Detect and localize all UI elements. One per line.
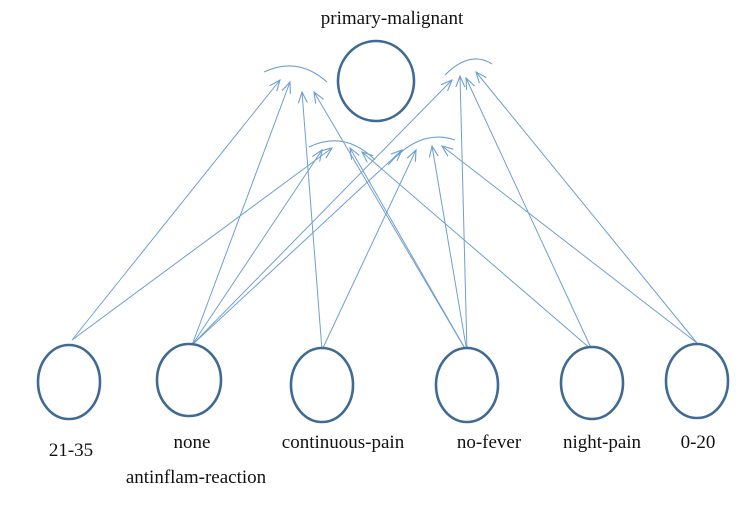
node-primary-malignant xyxy=(336,39,416,123)
edge-none-to-arc1 xyxy=(191,82,290,346)
edge-group xyxy=(71,72,698,353)
node-label-no-fever: no-fever xyxy=(457,432,522,453)
edge-night-pain-to-arc3 xyxy=(362,152,593,351)
node-continuous-pain xyxy=(289,346,355,424)
edge-0-20-to-arc2 xyxy=(476,72,698,344)
combination-arc-2 xyxy=(444,58,493,76)
edge-no-fever-to-arc3 xyxy=(350,148,468,353)
node-label-none: none xyxy=(174,432,211,453)
edge-0-20-to-arc4 xyxy=(442,146,698,344)
edge-continuous-pain-to-arc4 xyxy=(321,150,416,351)
node-label-21-35: 21-35 xyxy=(49,440,93,461)
edge-no-fever-to-arc1 xyxy=(314,92,468,353)
node-label-continuous-pain: continuous-pain xyxy=(282,432,405,453)
node-label-0-20: 0-20 xyxy=(681,432,716,453)
node-0-20 xyxy=(664,342,730,420)
node-antinflam-reaction xyxy=(155,342,223,418)
node-label-primary-malignant: primary-malignant xyxy=(321,8,464,29)
combination-arc-4 xyxy=(387,136,456,166)
node-label-night-pain: night-pain xyxy=(563,432,642,453)
edge-continuous-pain-to-arc1 xyxy=(302,92,323,351)
node-label-antinflam-reaction: antinflam-reaction xyxy=(126,467,267,488)
node-21-35 xyxy=(36,343,102,421)
edge-none-to-arc2 xyxy=(191,80,452,346)
edge-night-pain-to-arc2 xyxy=(466,78,593,351)
edge-none-to-arc3 xyxy=(191,150,322,346)
edge-21-35-to-arc3 xyxy=(71,148,332,341)
edge-21-35-to-arc1 xyxy=(71,80,280,341)
node-night-pain xyxy=(559,345,625,421)
edge-no-fever-to-arc2 xyxy=(460,76,468,353)
edge-no-fever-to-arc4 xyxy=(432,146,468,353)
combination-arc-1 xyxy=(263,65,328,83)
node-no-fever xyxy=(434,346,500,424)
